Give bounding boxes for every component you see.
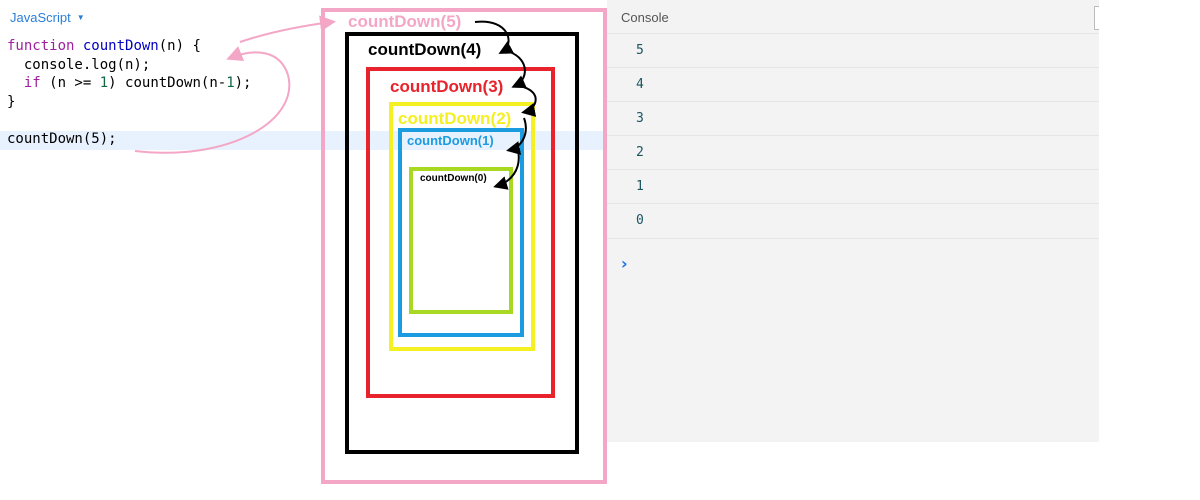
code-params: (n) { — [158, 38, 201, 54]
code-recursive-call: ) countDown(n- — [108, 75, 227, 91]
language-selector[interactable]: JavaScript ▼ — [10, 10, 85, 25]
code-line-4: } — [7, 93, 16, 110]
console-prompt-icon[interactable]: › — [621, 254, 628, 273]
log-value: 4 — [636, 77, 644, 92]
code-close: ); — [234, 75, 252, 91]
frame-label-countdown-1: countDown(1) — [407, 133, 494, 148]
frame-countdown-3 — [366, 67, 555, 398]
code-line-2: console.log(n); — [7, 56, 251, 75]
code-line-3: if (n >= 1) countDown(n-1); — [7, 74, 252, 93]
console-log-row: 3 — [607, 101, 1099, 136]
code-line-1: function countDown(n) { — [7, 37, 251, 56]
log-value: 2 — [636, 145, 644, 160]
console-log-row: 1 — [607, 169, 1099, 204]
frame-countdown-5 — [321, 8, 607, 484]
frame-label-countdown-3: countDown(3) — [390, 77, 504, 96]
frame-label-countdown-0: countDown(0) — [420, 173, 487, 184]
chain-arrow-1-0 — [493, 149, 520, 190]
code-console-log: console.log(n); — [23, 56, 151, 73]
console-panel: Console 5 4 3 2 1 0 › — [607, 0, 1099, 442]
console-log-row: 2 — [607, 135, 1099, 170]
console-log-row: 5 — [607, 33, 1099, 68]
log-value: 1 — [636, 179, 644, 194]
keyword-if: if — [23, 75, 41, 91]
console-log-row: 0 — [607, 203, 1099, 239]
language-label: JavaScript — [10, 10, 71, 25]
pink-call-arrow — [134, 46, 291, 154]
console-log-row: 4 — [607, 67, 1099, 102]
console-clear-button[interactable] — [1094, 6, 1099, 30]
number-literal: 1 — [99, 75, 109, 91]
current-line-highlight — [0, 131, 607, 150]
frame-label-countdown-2: countDown(2) — [398, 109, 512, 128]
chain-arrow-2-1 — [506, 117, 527, 155]
log-value: 0 — [636, 213, 644, 228]
pink-frame-arrow — [239, 15, 336, 43]
frame-countdown-4 — [345, 32, 579, 454]
chain-arrow-5-4 — [474, 20, 515, 54]
caret-down-icon: ▼ — [76, 13, 85, 22]
frame-countdown-0 — [409, 167, 513, 314]
log-value: 3 — [636, 111, 644, 126]
code-condition-open: (n >= — [40, 75, 100, 91]
code-editor[interactable]: function countDown(n) { console.log(n); … — [7, 37, 251, 148]
keyword-function: function — [7, 38, 75, 54]
frame-countdown-1 — [398, 128, 524, 337]
function-name: countDown — [82, 38, 159, 54]
console-title: Console — [621, 10, 669, 25]
frame-label-countdown-4: countDown(4) — [368, 40, 482, 59]
frame-countdown-2 — [389, 102, 535, 351]
chain-arrow-3-2 — [519, 85, 537, 117]
log-value: 5 — [636, 43, 644, 58]
code-line-6: countDown(5); — [7, 130, 117, 147]
number-literal: 1 — [226, 75, 235, 91]
chain-arrow-4-3 — [509, 51, 528, 89]
frame-label-countdown-5: countDown(5) — [348, 12, 462, 31]
